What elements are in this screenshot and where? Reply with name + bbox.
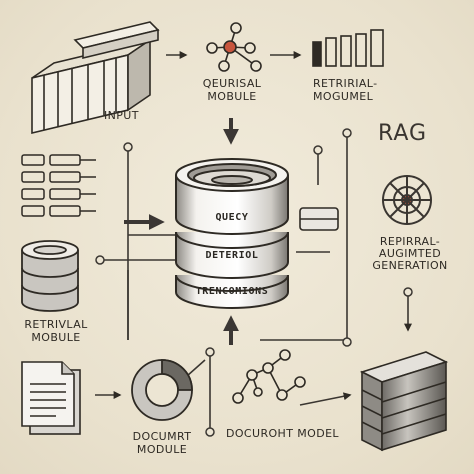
label-retrival-module-line2: MOBULE: [31, 331, 81, 344]
server-stack-icon: [359, 351, 449, 452]
central-drum: [175, 158, 289, 309]
label-document-module-line2: MODULE: [136, 443, 188, 456]
label-document-model: DOCUROHT MODEL: [226, 427, 339, 440]
label-querisal-line1: QEURISAL: [202, 77, 262, 90]
label-repriral-line2: AUGIMTED: [378, 247, 442, 260]
label-input: INPUT: [104, 109, 139, 122]
document-icon: [21, 361, 81, 435]
connector-dot: [342, 337, 352, 347]
label-repriral-generation: REPIRRAL- AUGIMTED GENERATION: [352, 236, 468, 272]
drum-label-mid: DETERIOL: [205, 250, 259, 261]
label-repriral-line1: REPIRRAL-: [379, 235, 441, 248]
label-document-module-line1: DOCUMRT: [132, 430, 192, 443]
label-querisal-module: QEURISAL MOBULE: [196, 77, 268, 103]
input-documents-icon: [31, 21, 160, 135]
connector-dot: [342, 128, 352, 138]
connector-dot: [403, 287, 413, 297]
connector-dot: [123, 142, 133, 152]
arrow-model-to-server: [299, 392, 352, 406]
connector-dots: [95, 128, 413, 437]
label-retrival-module-line1: RETRIVLAL: [24, 318, 88, 331]
document-ring-icon: [131, 359, 193, 421]
label-retrival-mogumel: RETRIRIAL- MOGUMEL: [313, 77, 378, 103]
label-document-module: DOCUMRT MODULE: [120, 430, 204, 456]
drum-label-top: QUECY: [215, 212, 249, 223]
connector-dot: [205, 347, 215, 357]
list-icon: [21, 154, 96, 217]
side-block-icon: [299, 207, 339, 231]
connector-dot: [95, 255, 105, 265]
retrieval-bars-icon: [312, 29, 384, 67]
query-network-icon: [206, 22, 262, 72]
connector-dot: [205, 427, 215, 437]
drum-label-bottom: TRENCOMIONS: [195, 286, 269, 297]
connector-lines: [95, 51, 412, 430]
label-querisal-line2: MOBULE: [207, 90, 257, 103]
label-repriral-line3: GENERATION: [372, 259, 448, 272]
database-icon: [21, 240, 79, 312]
document-model-network-icon: [232, 349, 306, 404]
label-retrival-module: RETRIVLAL MOBULE: [14, 318, 98, 344]
bold-arrows: [124, 118, 239, 345]
connector-dot: [313, 145, 323, 155]
label-rag: RAG: [378, 121, 428, 146]
rag-wheel-icon: [382, 175, 432, 225]
